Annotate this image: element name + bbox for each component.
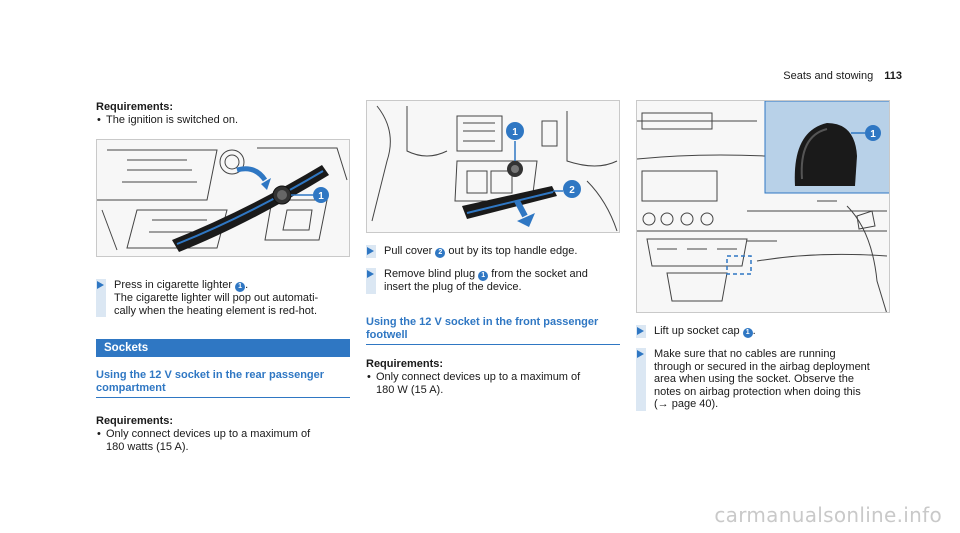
step-lift-cap: Lift up socket cap 1. bbox=[636, 325, 890, 338]
step-text-end: out by its top handle edge. bbox=[445, 245, 578, 257]
column-left: Requirements: The ignition is switched o… bbox=[96, 100, 350, 454]
callout-badge: 1 bbox=[235, 282, 246, 292]
callout-2: 2 bbox=[569, 185, 575, 196]
step-line: Make sure that no cables are running bbox=[654, 348, 836, 360]
step-check-cables: Make sure that no cables are running thr… bbox=[636, 348, 890, 411]
step-text: Pull cover bbox=[384, 245, 436, 257]
requirement-line: 180 watts (15 A). bbox=[106, 441, 189, 453]
step-text: Remove blind plug bbox=[384, 268, 479, 280]
step-bar bbox=[96, 279, 106, 317]
arrow-icon bbox=[97, 281, 104, 289]
callout-1: 1 bbox=[318, 191, 324, 202]
watermark: carmanualsonline.info bbox=[714, 503, 942, 527]
step-bar bbox=[366, 268, 376, 294]
arrow-icon bbox=[637, 350, 644, 358]
page-header: Seats and stowing 113 bbox=[783, 70, 902, 82]
step-line: notes on airbag protection when doing th… bbox=[654, 385, 861, 398]
arrow-icon bbox=[367, 270, 374, 278]
subsection-front-socket: Using the 12 V socket in the front passe… bbox=[366, 316, 620, 345]
requirement-line: Only connect devices up to a maximum of bbox=[106, 428, 311, 440]
requirement-item: The ignition is switched on. bbox=[96, 114, 350, 127]
requirement-line: 180 W (15 A). bbox=[376, 383, 444, 396]
front-socket-figure: 1 bbox=[636, 100, 890, 313]
subsection-line: Using the 12 V socket in the front passe… bbox=[366, 315, 599, 328]
step-text-end: . bbox=[245, 279, 249, 291]
requirements-title: Requirements: bbox=[96, 101, 174, 113]
step-text: Lift up socket cap bbox=[654, 325, 743, 337]
step-bar bbox=[636, 348, 646, 411]
callout-1: 1 bbox=[870, 129, 876, 140]
step-pull-cover: Pull cover 2 out by its top handle edge. bbox=[366, 245, 620, 258]
step-line: The cigarette lighter will pop out autom… bbox=[114, 292, 319, 304]
page-number: 113 bbox=[884, 70, 902, 82]
requirement-line: Only connect devices up to a maximum of bbox=[376, 370, 581, 383]
step-line: insert the plug of the device. bbox=[384, 281, 522, 293]
step-line: cally when the heating element is red-ho… bbox=[114, 304, 318, 317]
step-text-end: from the socket and bbox=[488, 268, 588, 280]
callout-badge: 1 bbox=[478, 271, 489, 281]
page-reference-link[interactable]: (→ page 40). bbox=[654, 398, 719, 410]
column-right: 1 Lift up socket cap 1. Make sure that n… bbox=[636, 100, 890, 411]
subsection-line: Using the 12 V socket in the rear passen… bbox=[96, 369, 325, 381]
step-text: Press in cigarette lighter bbox=[114, 279, 236, 291]
step-remove-plug: Remove blind plug 1 from the socket and … bbox=[366, 268, 620, 294]
callout-badge: 2 bbox=[435, 248, 446, 258]
requirement-item: Only connect devices up to a maximum of … bbox=[366, 371, 620, 397]
rear-socket-figure: 1 2 bbox=[366, 100, 620, 233]
subsection-line: compartment bbox=[96, 382, 166, 394]
subsection-rear-socket: Using the 12 V socket in the rear passen… bbox=[96, 369, 350, 398]
header-section: Seats and stowing bbox=[783, 70, 874, 82]
arrow-icon bbox=[367, 247, 374, 255]
column-middle: 1 2 Pull cover 2 out by its top handle e… bbox=[366, 100, 620, 397]
requirement-item: Only connect devices up to a maximum of … bbox=[96, 428, 350, 454]
subsection-line: footwell bbox=[366, 328, 408, 341]
arrow-icon bbox=[637, 327, 644, 335]
step-text-end: . bbox=[752, 325, 756, 337]
cigarette-lighter-figure: 1 bbox=[96, 139, 350, 257]
step-press-lighter: Press in cigarette lighter 1. The cigare… bbox=[96, 279, 350, 317]
requirements-title: Requirements: bbox=[366, 357, 444, 370]
callout-badge: 1 bbox=[742, 328, 753, 338]
front-socket-illustration: 1 bbox=[637, 101, 889, 312]
cigarette-lighter-illustration: 1 bbox=[97, 140, 349, 256]
callout-1: 1 bbox=[512, 127, 518, 138]
section-title-sockets: Sockets bbox=[96, 339, 350, 357]
step-line: area when using the socket. Observe the bbox=[654, 373, 854, 385]
rear-socket-illustration: 1 2 bbox=[367, 101, 619, 232]
requirements-title: Requirements: bbox=[96, 415, 174, 427]
step-line: through or secured in the airbag deploym… bbox=[654, 360, 870, 373]
